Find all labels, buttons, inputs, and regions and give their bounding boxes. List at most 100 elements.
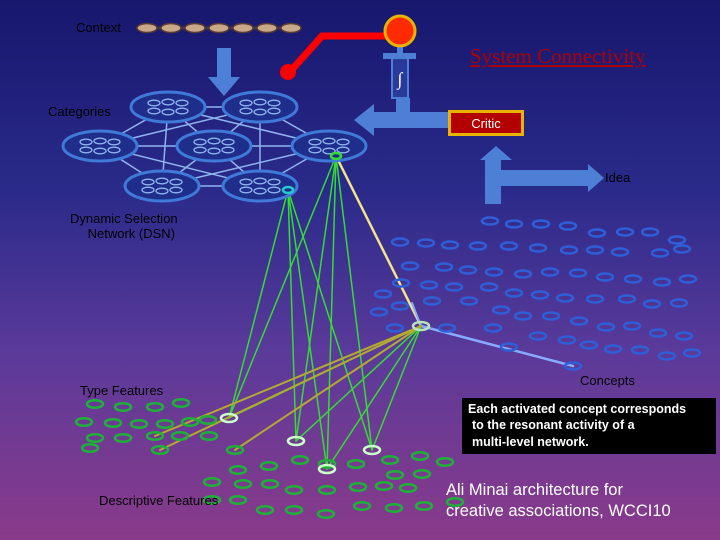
concept-node [569, 316, 589, 326]
category-cluster [175, 129, 253, 163]
descriptive-feature-node [398, 482, 418, 494]
left-arrow-icon [354, 98, 448, 136]
category-hub-node [329, 151, 343, 161]
descriptive-feature-node [352, 500, 372, 512]
category-subnode [308, 146, 322, 154]
category-subnode [141, 186, 155, 194]
active-feature-node [219, 412, 239, 424]
feature-link [287, 189, 328, 470]
concept-node [596, 322, 616, 332]
concept-node [444, 282, 464, 292]
context-node [136, 22, 158, 34]
context-node [256, 22, 278, 34]
category-cluster [290, 129, 368, 163]
context-node [184, 22, 206, 34]
critic-link [280, 32, 398, 80]
type-feature-node [74, 416, 94, 428]
feature-link [326, 155, 337, 470]
dsn-label-line2: Network (DSN) [87, 225, 176, 241]
integral-icon: ∫ [391, 57, 409, 99]
context-node [208, 22, 230, 34]
category-subnode [193, 138, 207, 146]
context-node-row [136, 22, 302, 34]
concept-node [617, 294, 637, 304]
category-subnode [107, 138, 121, 146]
concept-node [674, 331, 694, 341]
concept-node [541, 311, 561, 321]
category-subnode [161, 98, 175, 106]
concept-node [530, 290, 550, 300]
category-subnode [147, 99, 161, 107]
type-feature-node [155, 418, 175, 430]
descriptive-feature-node [284, 484, 304, 496]
concept-node [458, 265, 478, 275]
concept-node [440, 240, 460, 250]
category-subnode [336, 146, 350, 154]
category-subnode [155, 187, 169, 195]
feature-link [154, 325, 422, 437]
category-subnode [175, 99, 189, 107]
concept-node [615, 227, 635, 237]
concept-node [531, 219, 551, 229]
note-box: Each activated concept corresponds to th… [462, 398, 716, 454]
type-feature-node [103, 417, 123, 429]
concept-node [642, 299, 662, 309]
type-feature-node [199, 430, 219, 442]
feature-link [295, 325, 422, 442]
category-subnode [308, 138, 322, 146]
descriptive-feature-node [290, 454, 310, 466]
descriptive-feature-node [228, 494, 248, 506]
descriptive-feature-node [228, 464, 248, 476]
critic-box: Critic [448, 110, 524, 136]
concept-node [540, 267, 560, 277]
type-feature-node [170, 430, 190, 442]
concept-node [434, 262, 454, 272]
category-subnode [221, 146, 235, 154]
dsn-label: Dynamic Selection Network (DSN) [70, 211, 178, 242]
concept-node [369, 307, 389, 317]
concept-node [491, 305, 511, 315]
concept-node [504, 219, 524, 229]
category-subnode [93, 147, 107, 155]
concept-node [559, 245, 579, 255]
category-subnode [239, 186, 253, 194]
descriptive-feature-node [445, 496, 465, 508]
category-subnode [239, 107, 253, 115]
concept-node [459, 296, 479, 306]
type-feature-node [198, 414, 218, 426]
feature-link [287, 189, 297, 442]
context-node [232, 22, 254, 34]
concept-node [669, 298, 689, 308]
category-subnode [253, 177, 267, 185]
descriptive-feature-node [384, 502, 404, 514]
category-cluster [129, 90, 207, 124]
category-subnode [207, 147, 221, 155]
concept-node [587, 228, 607, 238]
nodes-layer [61, 90, 702, 520]
category-subnode [267, 99, 281, 107]
credit-line2: creative associations, WCCI10 [446, 501, 671, 520]
type-feature-node [129, 418, 149, 430]
credit-line1: Ali Minai architecture for [446, 481, 623, 499]
active-feature-node [317, 463, 337, 475]
svg-text:∫: ∫ [397, 69, 404, 90]
descriptive-feature-node [412, 468, 432, 480]
category-subnode [267, 107, 281, 115]
feature-link [287, 189, 373, 451]
feature-link [234, 325, 422, 451]
concept-node [499, 342, 519, 352]
category-subnode [147, 107, 161, 115]
concept-node [595, 272, 615, 282]
category-cluster [61, 129, 139, 163]
type-feature-node [85, 432, 105, 444]
type-feature-node [145, 401, 165, 413]
descriptive-feature-node [259, 460, 279, 472]
categories-label: Categories [48, 104, 111, 119]
category-subnode [239, 99, 253, 107]
descriptive-feature-node [346, 458, 366, 470]
concepts-label: Concepts [580, 373, 635, 388]
context-node [160, 22, 182, 34]
descriptive-feature-node [348, 481, 368, 493]
category-concept-link [334, 154, 423, 328]
